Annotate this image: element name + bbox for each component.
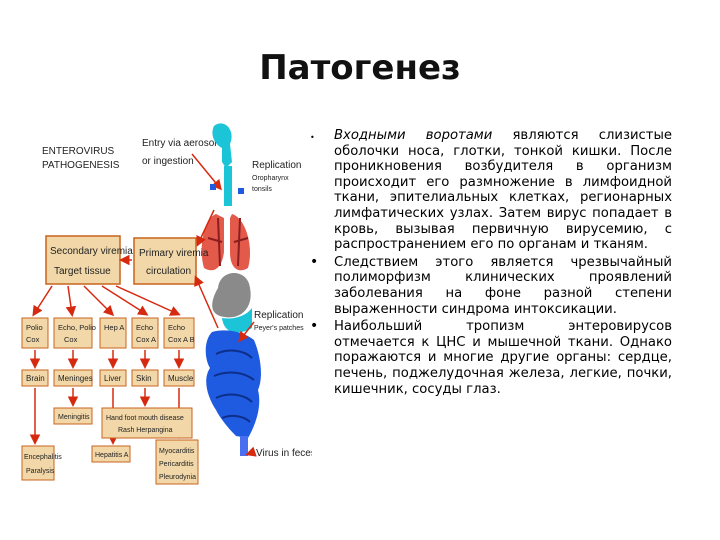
svg-text:Polio: Polio [26, 323, 43, 332]
bullet-text: Следствием этого является чрезвычайный п… [334, 254, 672, 317]
tissue-boxes: Brain Meninges Liver Skin Muscle [21, 369, 195, 387]
svg-text:Cox: Cox [64, 335, 78, 344]
bullet-text: Наибольший тропизм энтеровирусов отмечае… [334, 319, 672, 397]
entry-label: Entry via aerosol or ingestion [142, 138, 219, 167]
bullet-emphasis: Входными воротами [334, 128, 493, 143]
bullet-list: • Входными воротами являются слизистые о… [300, 128, 672, 397]
svg-text:Myocarditis: Myocarditis [159, 448, 195, 455]
svg-text:Meningitis: Meningitis [58, 414, 90, 421]
bullet-marker: • [310, 318, 319, 335]
svg-text:Pericarditis: Pericarditis [159, 461, 194, 468]
svg-text:Encephalitis: Encephalitis [24, 454, 62, 461]
bullet-text: являются слизистые оболочки носа, глотки… [334, 128, 672, 253]
svg-text:Echo: Echo [136, 323, 153, 332]
svg-text:Skin: Skin [136, 374, 152, 383]
svg-text:Hepatitis A: Hepatitis A [95, 452, 129, 459]
slide-title: Патогенез [259, 48, 461, 88]
svg-text:Cox A B: Cox A B [168, 335, 195, 344]
svg-text:Cox A: Cox A [136, 335, 156, 344]
enterovirus-pathogenesis-diagram: ENTEROVIRUS PATHOGENESIS Entry via aeros… [21, 123, 312, 485]
svg-text:Hep A: Hep A [104, 323, 124, 332]
svg-text:Hand foot mouth disease: Hand foot mouth disease [106, 415, 184, 422]
body-figure [201, 123, 261, 456]
svg-text:Echo, Polio: Echo, Polio [58, 323, 96, 332]
svg-text:Liver: Liver [104, 374, 122, 383]
diagram-heading: ENTEROVIRUS PATHOGENESIS [42, 146, 120, 171]
virus-in-feces-label: Virus in feces [256, 448, 312, 459]
replication-peyers-label: Replication Peyer's patches [254, 305, 308, 332]
svg-text:Brain: Brain [26, 374, 45, 383]
replication-oropharynx-label: Replication Oropharynx tonsils [252, 155, 306, 193]
bullet-marker: • [310, 133, 315, 142]
svg-text:Rash Herpangina: Rash Herpangina [118, 427, 173, 434]
svg-text:Cox: Cox [26, 335, 40, 344]
svg-text:Paralysis: Paralysis [26, 468, 55, 475]
svg-text:Muscle: Muscle [168, 374, 194, 383]
bullet-item-1: • Входными воротами являются слизистые о… [300, 128, 672, 253]
slide-body: • Входными воротами являются слизистые о… [300, 128, 672, 397]
svg-text:Echo: Echo [168, 323, 185, 332]
bullet-item-3: • Наибольший тропизм энтеровирусов отмеч… [300, 319, 672, 397]
svg-text:Meninges: Meninges [58, 374, 93, 383]
bullet-marker: • [310, 253, 319, 270]
bullet-item-2: • Следствием этого является чрезвычайный… [300, 253, 672, 317]
svg-text:Pleurodynia: Pleurodynia [159, 474, 196, 481]
